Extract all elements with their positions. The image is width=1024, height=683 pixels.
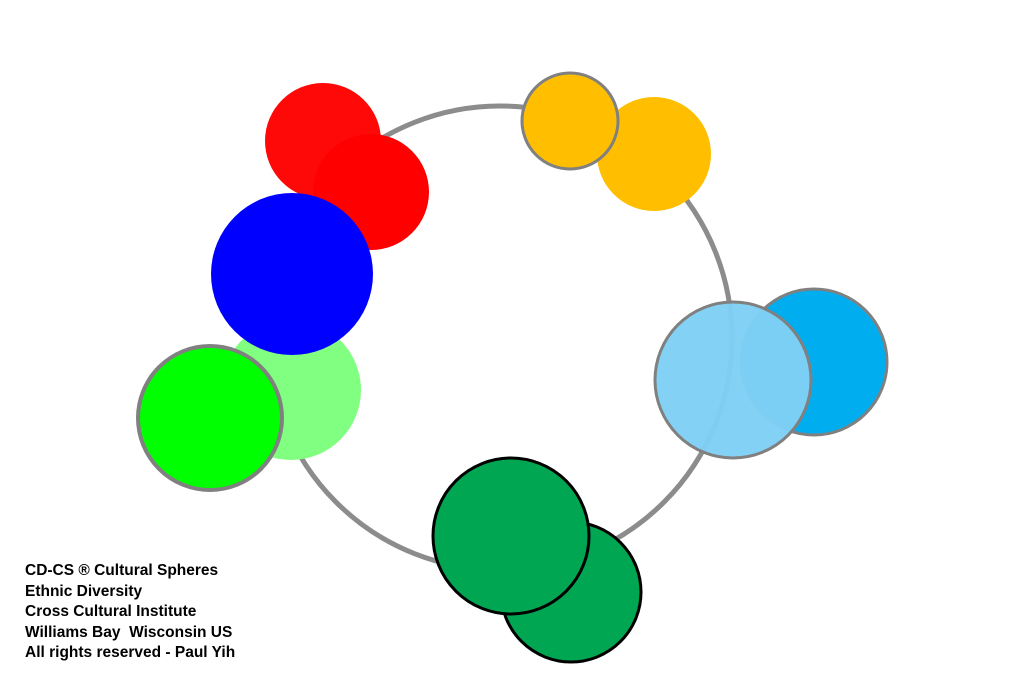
caption-copyright: All rights reserved - Paul Yih (25, 644, 236, 661)
sky-blue-sphere-light (653, 300, 813, 460)
dark-green-sphere-front (431, 456, 591, 616)
caption-location: Williams Bay Wisconsin US (25, 623, 233, 641)
bright-green-sphere (136, 344, 284, 492)
caption-subtitle: Ethnic Diversity (25, 582, 143, 600)
orange-sphere-plain (597, 97, 711, 211)
blue-sphere (211, 193, 373, 355)
caption-title: CD-CS ® Cultural Spheres (25, 562, 219, 579)
caption-organization: Cross Cultural Institute (25, 603, 197, 620)
red-sphere-front (265, 83, 381, 199)
caption-block: CD-CS ® Cultural Spheres Ethnic Diversit… (25, 561, 235, 664)
orange-sphere-outlined (520, 71, 620, 171)
